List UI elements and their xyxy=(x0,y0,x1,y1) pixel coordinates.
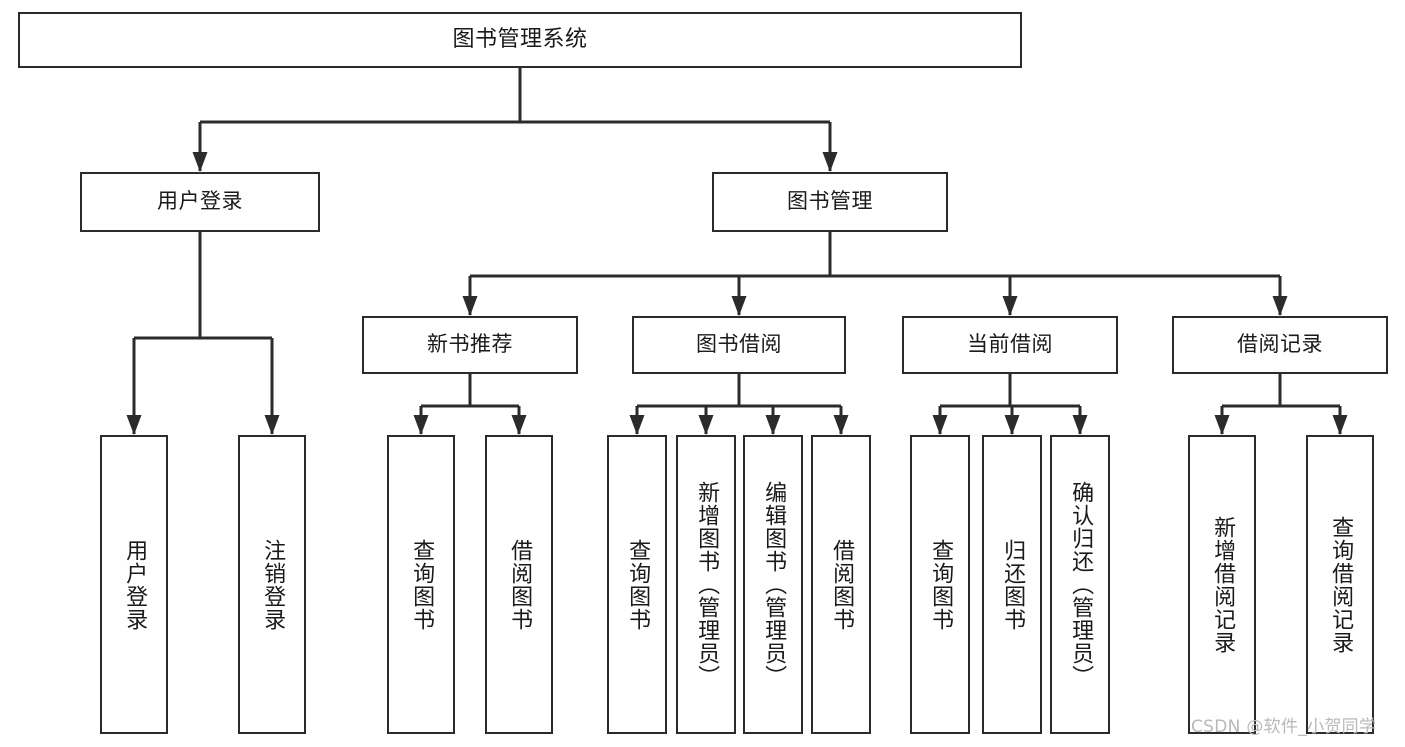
node-label: 新书推荐 xyxy=(427,332,513,357)
node-d2[interactable]: 归还图书 xyxy=(982,435,1042,734)
arrowhead-icon xyxy=(413,415,429,435)
node-label: 查询图书 xyxy=(625,538,651,631)
node-label: 图书管理 xyxy=(787,189,873,214)
arrowhead-icon xyxy=(629,415,645,435)
node-d3[interactable]: 确认归还（管理员） xyxy=(1050,435,1110,734)
node-label: 查询借阅记录 xyxy=(1328,515,1354,654)
node-c2[interactable]: 新增图书（管理员） xyxy=(676,435,736,734)
arrowhead-icon xyxy=(1214,415,1230,435)
arrowhead-icon xyxy=(932,415,948,435)
arrowhead-icon xyxy=(833,415,849,435)
node-label: 图书借阅 xyxy=(696,332,782,357)
node-label: 借阅图书 xyxy=(829,538,855,631)
node-l2a[interactable]: 用户登录 xyxy=(80,172,320,232)
node-label: 编辑图书（管理员） xyxy=(761,481,787,688)
node-label: 借阅记录 xyxy=(1237,332,1323,357)
node-label: 借阅图书 xyxy=(507,538,533,631)
node-c3[interactable]: 编辑图书（管理员） xyxy=(743,435,803,734)
arrowhead-icon xyxy=(462,296,478,316)
node-label: 查询图书 xyxy=(409,538,435,631)
node-label: 图书管理系统 xyxy=(452,26,588,52)
node-label: 新增借阅记录 xyxy=(1210,515,1236,654)
arrowhead-icon xyxy=(1072,415,1088,435)
node-label: 归还图书 xyxy=(1000,538,1026,631)
node-label: 用户登录 xyxy=(122,538,148,631)
arrowhead-icon xyxy=(765,415,781,435)
node-label: 确认归还（管理员） xyxy=(1068,481,1094,688)
node-d1[interactable]: 查询图书 xyxy=(910,435,970,734)
arrowhead-icon xyxy=(1002,296,1018,316)
node-a2[interactable]: 注销登录 xyxy=(238,435,306,734)
arrowhead-icon xyxy=(1004,415,1020,435)
arrowhead-icon xyxy=(822,152,838,172)
node-a1[interactable]: 用户登录 xyxy=(100,435,168,734)
node-label: 注销登录 xyxy=(260,538,286,631)
arrowhead-icon xyxy=(192,152,208,172)
node-l3c[interactable]: 当前借阅 xyxy=(902,316,1118,374)
arrowhead-icon xyxy=(1272,296,1288,316)
node-e2[interactable]: 查询借阅记录 xyxy=(1306,435,1374,734)
node-c4[interactable]: 借阅图书 xyxy=(811,435,871,734)
node-l3d[interactable]: 借阅记录 xyxy=(1172,316,1388,374)
node-e1[interactable]: 新增借阅记录 xyxy=(1188,435,1256,734)
node-label: 用户登录 xyxy=(157,189,243,214)
node-l3b[interactable]: 图书借阅 xyxy=(632,316,846,374)
node-root[interactable]: 图书管理系统 xyxy=(18,12,1022,68)
node-b1[interactable]: 查询图书 xyxy=(387,435,455,734)
arrowhead-icon xyxy=(264,415,280,435)
node-l3a[interactable]: 新书推荐 xyxy=(362,316,578,374)
node-label: 新增图书（管理员） xyxy=(694,481,720,688)
arrowhead-icon xyxy=(1332,415,1348,435)
node-label: 当前借阅 xyxy=(967,332,1053,357)
arrowhead-icon xyxy=(126,415,142,435)
arrowhead-icon xyxy=(731,296,747,316)
node-b2[interactable]: 借阅图书 xyxy=(485,435,553,734)
arrowhead-icon xyxy=(698,415,714,435)
node-c1[interactable]: 查询图书 xyxy=(607,435,667,734)
node-l2b[interactable]: 图书管理 xyxy=(712,172,948,232)
node-label: 查询图书 xyxy=(928,538,954,631)
arrowhead-icon xyxy=(511,415,527,435)
